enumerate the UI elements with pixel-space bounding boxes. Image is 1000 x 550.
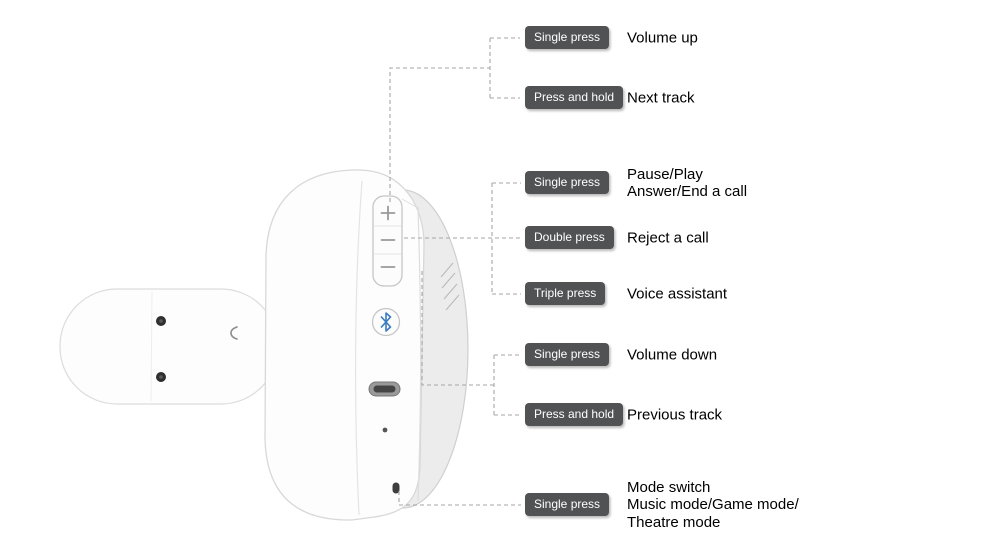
- press-type-badge: Press and hold: [525, 403, 624, 426]
- mode-button-hole: [392, 482, 400, 494]
- callout-line-volume-down-group: [421, 271, 521, 416]
- callout-line-multifunction-group: [404, 182, 521, 295]
- action-label: Reject a call: [627, 229, 709, 247]
- callout-line-mode-group: [398, 491, 521, 506]
- action-label: Volume up: [627, 29, 698, 47]
- usb-c-port: [368, 381, 401, 397]
- press-type-badge: Single press: [525, 26, 610, 49]
- microphone-hole: [382, 427, 388, 433]
- bluetooth-icon: [380, 312, 392, 332]
- action-label: Pause/Play Answer/End a call: [627, 165, 748, 200]
- bluetooth-button: [371, 307, 401, 337]
- action-label: Next track: [627, 89, 695, 107]
- press-type-badge: Press and hold: [525, 86, 624, 109]
- action-label: Previous track: [627, 406, 723, 424]
- volume-rocker: [372, 195, 403, 287]
- press-type-badge: Single press: [525, 343, 610, 366]
- headband-arm: [59, 288, 279, 405]
- panel-left-seam: [354, 180, 363, 516]
- panel-right-seam: [417, 206, 422, 502]
- press-type-badge: Single press: [525, 493, 610, 516]
- action-label: Volume down: [627, 346, 718, 364]
- cushion-stitch-marks: [440, 262, 460, 311]
- volume-up-mark: [380, 205, 396, 221]
- press-type-badge: Triple press: [525, 282, 606, 305]
- press-type-badge: Single press: [525, 171, 610, 194]
- callout-line-volume-up-group: [389, 37, 520, 202]
- callout-lines: [389, 37, 521, 506]
- action-label: Mode switch Music mode/Game mode/ Theatr…: [627, 479, 799, 531]
- action-label: Voice assistant: [627, 285, 728, 303]
- press-type-badge: Double press: [525, 226, 614, 249]
- hinge-mark: [230, 326, 238, 340]
